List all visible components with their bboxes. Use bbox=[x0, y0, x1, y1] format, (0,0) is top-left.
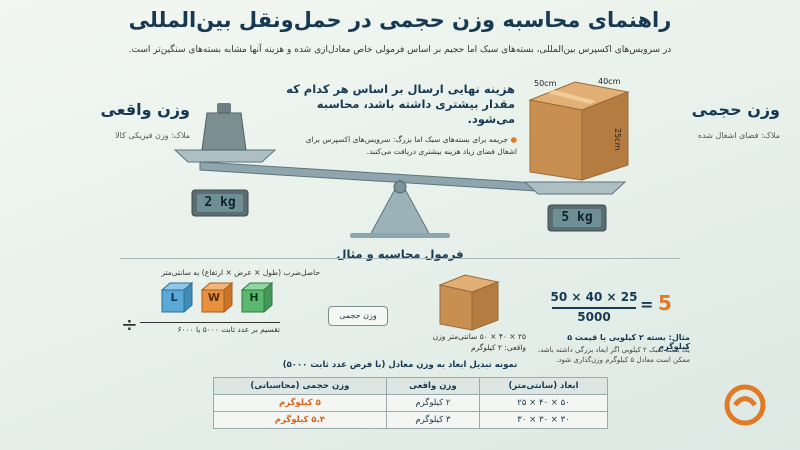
table-row: ۵۰ × ۴۰ × ۲۵ ۲ کیلوگرم ۵ کیلوگرم bbox=[213, 394, 608, 412]
bullet-dot-icon: ● bbox=[508, 135, 517, 144]
fraction-numerator: 50 × 40 × 25 bbox=[550, 290, 638, 304]
cube-h-letter: H bbox=[249, 291, 259, 304]
note-bullet-text: جریمه برای بسته‌های سبک اما بزرگ: سرویس‌… bbox=[305, 135, 517, 156]
example-text: یک بسته سبک ۲ کیلویی اگر ابعاد بزرگی داش… bbox=[537, 346, 690, 364]
cube-w-icon bbox=[200, 281, 234, 314]
weight-icon bbox=[201, 103, 247, 151]
formula-divider bbox=[120, 258, 680, 259]
fraction-line bbox=[552, 307, 636, 309]
right-pan bbox=[523, 181, 627, 232]
cube-w-letter: W bbox=[207, 291, 221, 304]
dimensions-product-text: حاصل‌ضرب (طول × عرض × ارتفاع) به سانتی‌م… bbox=[161, 268, 320, 277]
box-height-label: 25cm bbox=[613, 128, 622, 151]
scale-beam bbox=[199, 161, 586, 195]
cube-h-icon bbox=[240, 281, 274, 314]
table-cell-dimensions: ۳۰ × ۳۰ × ۳۰ bbox=[479, 411, 608, 429]
division-line bbox=[140, 322, 280, 323]
box-length-label: 50cm bbox=[534, 79, 557, 88]
table-cell-actual: ۳ کیلوگرم bbox=[385, 411, 481, 429]
fraction-result: 5 bbox=[658, 291, 672, 315]
cube-l-icon bbox=[160, 281, 194, 314]
cardboard-box-icon bbox=[528, 81, 630, 181]
volumetric-weight-readout: 5 kg bbox=[561, 210, 593, 225]
cube-l-letter: L bbox=[170, 291, 178, 304]
actual-weight-heading: وزن واقعی bbox=[100, 100, 190, 119]
page-title: راهنمای محاسبه وزن حجمی در حمل‌ونقل بین‌… bbox=[128, 8, 672, 32]
fraction-denominator: 5000 bbox=[577, 310, 611, 324]
volumetric-weight-criteria: ملاک: فضای اشغال شده bbox=[697, 131, 780, 140]
divisor-text: تقسیم بر عدد ثابت ۵۰۰۰ یا ۶۰۰۰ bbox=[177, 325, 280, 334]
division-icon: ÷ bbox=[121, 312, 138, 336]
actual-weight-readout: 2 kg bbox=[204, 195, 236, 210]
note-bullet: ● جریمه برای بسته‌های سبک اما بزرگ: سروی… bbox=[295, 134, 517, 158]
table-cell-actual: ۲ کیلوگرم bbox=[385, 394, 481, 412]
example-box-caption: ۲۵ × ۴۰ × ۵۰ سانتی‌متر وزن واقعی: ۲ کیلو… bbox=[432, 332, 526, 352]
table-header-dimensions: ابعاد (سانتی‌متر) bbox=[479, 377, 608, 395]
table-row: ۳۰ × ۳۰ × ۳۰ ۳ کیلوگرم ۵.۴ کیلوگرم bbox=[213, 411, 608, 429]
box-width-label: 40cm bbox=[598, 77, 621, 86]
table-title: نمونه تبدیل ابعاد به وزن معادل (با فرض ع… bbox=[282, 360, 518, 370]
table-cell-dimensions: ۵۰ × ۴۰ × ۲۵ bbox=[479, 394, 608, 412]
table-header-row: ابعاد (سانتی‌متر) وزن واقعی وزن حجمی (مح… bbox=[213, 377, 608, 395]
actual-weight-criteria: ملاک: وزن فیزیکی کالا bbox=[115, 131, 190, 140]
table-header-volumetric: وزن حجمی (محاسباتی) bbox=[213, 377, 387, 395]
table-cell-volumetric: ۵ کیلوگرم bbox=[213, 394, 387, 412]
note-main: هزینه نهایی ارسال بر اساس هر کدام که مقد… bbox=[286, 82, 515, 126]
volumetric-weight-heading: وزن حجمی bbox=[691, 100, 780, 119]
scale-fulcrum bbox=[350, 178, 450, 238]
brand-logo-icon bbox=[724, 384, 766, 426]
small-box-icon bbox=[438, 274, 500, 331]
left-pan bbox=[173, 149, 277, 217]
volumetric-weight-button[interactable]: وزن حجمی bbox=[328, 306, 388, 326]
table-header-actual: وزن واقعی bbox=[385, 377, 481, 395]
conversion-table: ابعاد (سانتی‌متر) وزن واقعی وزن حجمی (مح… bbox=[213, 377, 608, 429]
formula-title: فرمول محاسبه و مثال bbox=[336, 247, 464, 261]
table-cell-volumetric: ۵.۴ کیلوگرم bbox=[213, 411, 387, 429]
equals-sign: = bbox=[640, 295, 654, 314]
page-subtitle: در سرویس‌های اکسپرس بین‌المللی، بسته‌های… bbox=[128, 45, 672, 55]
example-title: مثال: بسته ۲ کیلویی با قیمت ۵ کیلوگرم bbox=[567, 333, 690, 351]
